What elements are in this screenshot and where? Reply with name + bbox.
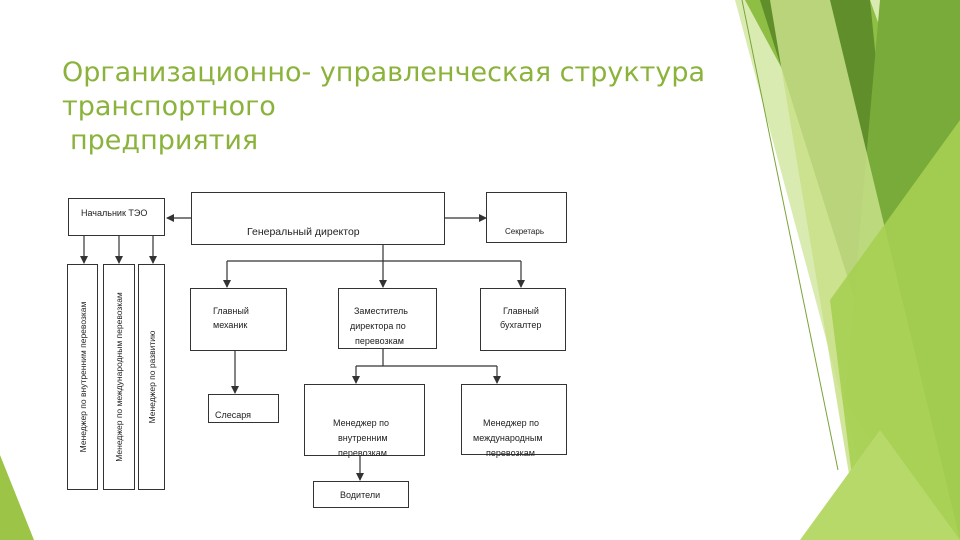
node-secretary: Секретарь [486,192,567,243]
node-manager-international-transport: Менеджер по международным перевозкам [103,264,135,490]
node-deputy-director-line-2: директора по [350,321,406,331]
node-manager-international-line-3: перевозкам [486,448,535,458]
deco-thin-line [741,0,839,471]
node-chief-mechanic-line-1: Главный [213,306,249,316]
node-head-teo-label: Начальник ТЭО [81,208,148,218]
node-drivers-label: Водители [340,490,381,500]
node-manager-domestic-transport: Менеджер по внутренним перевозкам [67,264,98,490]
deco-right-lime [830,120,960,540]
node-chief-accountant-line-1: Главный [503,306,539,316]
node-manager-domestic-line-3: перевозкам [338,448,387,458]
node-locksmiths: Слесаря [208,394,279,423]
node-deputy-director-line-3: перевозкам [355,336,404,346]
node-chief-mechanic: Главный механик [190,288,287,351]
node-manager-domestic-line-1: Менеджер по [333,418,390,428]
deco-right-bottom [800,430,960,540]
title-line-1: Организационно- управленческая структура [62,57,706,88]
title-line-2: транспортного [62,91,276,122]
node-head-teo: Начальник ТЭО [68,198,165,236]
node-manager-international-line-2: международным [473,433,543,443]
node-manager-development: Менеджер по развитию [138,264,165,490]
node-chief-accountant-line-2: бухгалтер [500,320,542,330]
node-manager-domestic: Менеджер по внутренним перевозкам [304,384,425,458]
deco-left-triangle [0,455,34,540]
node-chief-mechanic-line-2: механик [213,320,248,330]
node-manager-international: Менеджер по международным перевозкам [461,384,567,458]
node-manager-development-label: Менеджер по развитию [146,330,157,424]
node-drivers: Водители [313,481,409,508]
node-chief-accountant: Главный бухгалтер [480,288,566,351]
node-locksmiths-label: Слесаря [215,410,252,420]
slide-title: Организационно- управленческая структура… [62,56,742,158]
node-secretary-label: Секретарь [505,227,544,236]
node-general-director: Генеральный директор [191,192,445,245]
node-deputy-director-line-1: Заместитель [354,306,408,316]
node-general-director-label: Генеральный директор [247,226,360,238]
node-manager-international-transport-label: Менеджер по международным перевозкам [114,292,124,462]
node-manager-domestic-transport-label: Менеджер по внутренним перевозкам [77,301,88,453]
title-line-3: предприятия [70,125,259,156]
node-deputy-director: Заместитель директора по перевозкам [338,288,437,349]
node-manager-international-line-1: Менеджер по [483,418,540,428]
node-manager-domestic-line-2: внутренним [338,433,388,443]
